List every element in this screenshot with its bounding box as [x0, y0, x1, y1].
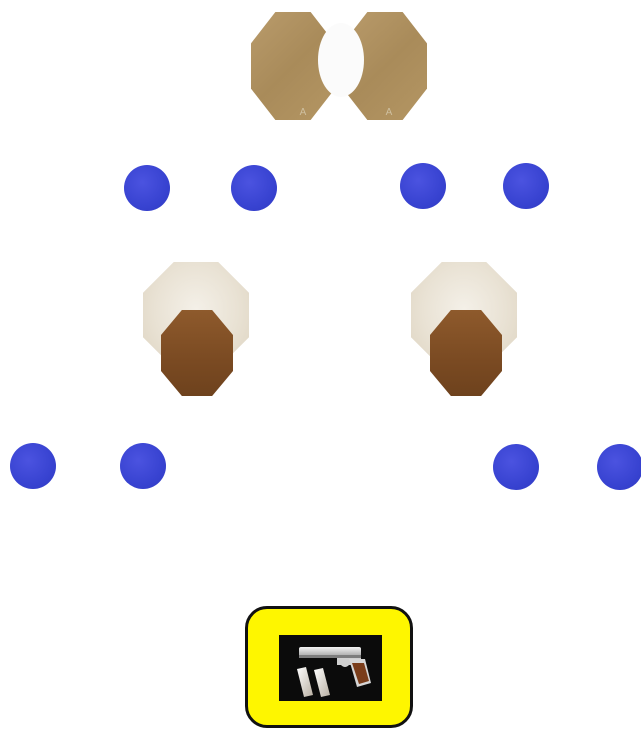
pistol-photo-svg — [279, 635, 382, 701]
cone-lower-4 — [597, 444, 641, 490]
paper-target-a-mark-icon: A — [298, 108, 308, 118]
cone-lower-1 — [10, 443, 56, 489]
steel-target-left-inner — [161, 310, 233, 396]
start-position-box — [245, 606, 413, 728]
steel-target-right-inner — [430, 310, 502, 396]
pistol-on-table-icon — [279, 635, 382, 701]
cone-lower-2 — [120, 443, 166, 489]
no-shoot-white-target-icon — [318, 23, 364, 97]
paper-target-a-mark-icon: A — [384, 108, 394, 118]
cone-upper-4 — [503, 163, 549, 209]
cone-upper-3 — [400, 163, 446, 209]
cone-lower-3 — [493, 444, 539, 490]
cone-upper-1 — [124, 165, 170, 211]
cone-upper-2 — [231, 165, 277, 211]
